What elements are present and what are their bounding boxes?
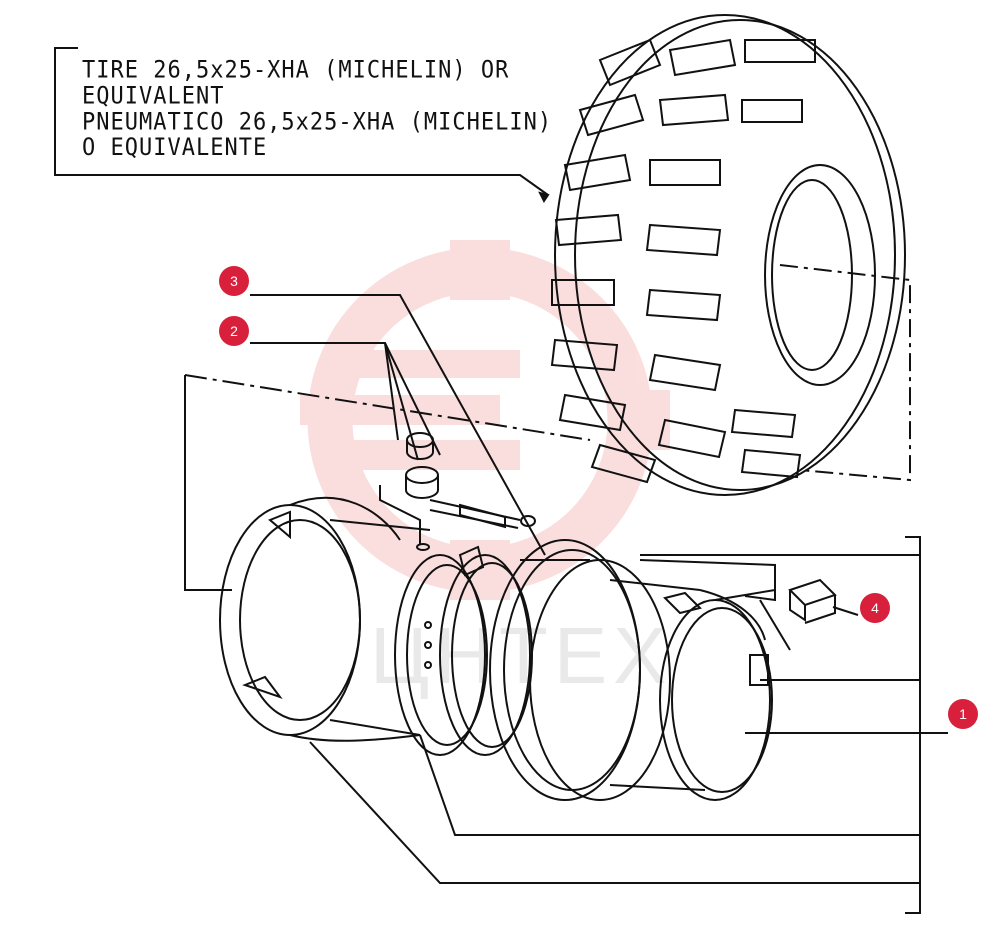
tire — [550, 14, 911, 496]
caption-line-1: TIRE 26,5x25-XHA (MICHELIN) OR — [82, 56, 510, 84]
callout-3[interactable]: 3 — [219, 266, 249, 296]
valve-assembly — [379, 432, 536, 551]
rim — [219, 496, 533, 756]
caption-line-3: PNEUMATICO 26,5x25-XHA (MICHELIN) — [82, 108, 553, 136]
caption-line-2: EQUIVALENT — [82, 82, 225, 110]
flange-rings — [489, 539, 773, 801]
watermark-text: ЦНТЕХ — [370, 611, 673, 700]
tire-caption: TIRE 26,5x25-XHA (MICHELIN) OR EQUIVALEN… — [82, 56, 602, 162]
callout-2[interactable]: 2 — [219, 316, 249, 346]
caption-line-4: O EQUIVALENTE — [82, 134, 268, 162]
callout-1[interactable]: 1 — [948, 699, 978, 729]
callout-4[interactable]: 4 — [860, 593, 890, 623]
